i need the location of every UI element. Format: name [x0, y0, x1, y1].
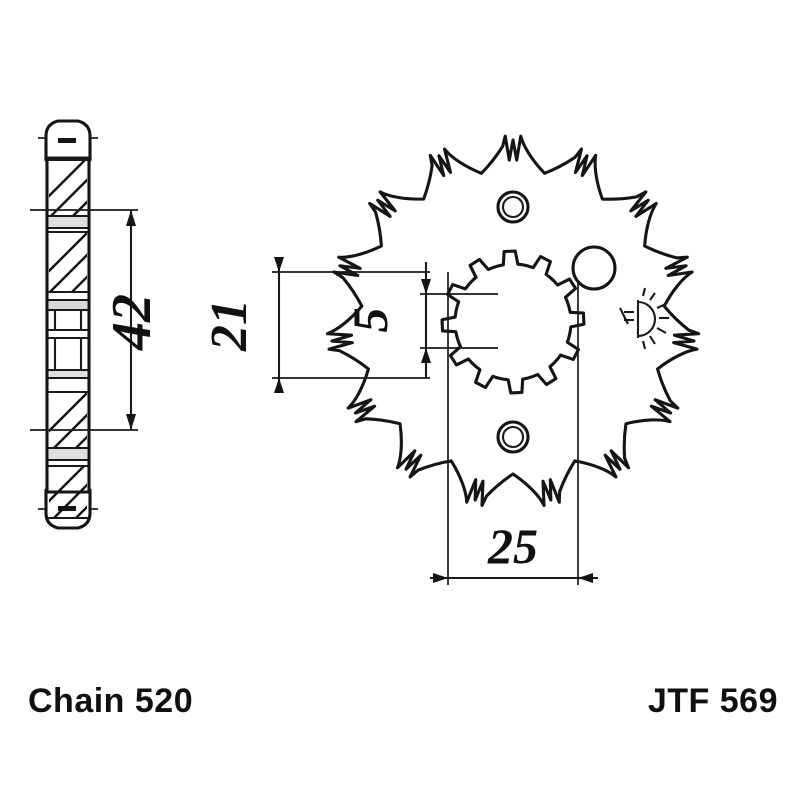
- side-view-top-tooth-dash: [58, 138, 76, 143]
- dimension-5-arrow-top: [421, 279, 431, 294]
- bolt-hole-top: [496, 190, 530, 224]
- dimension-21-arrow-top: [274, 257, 284, 272]
- side-view-hatch-band-2: [49, 232, 87, 292]
- side-view-web-lines: [53, 310, 83, 370]
- dimension-5-group: 5: [342, 262, 498, 378]
- dimension-42-arrow-bottom: [126, 414, 136, 430]
- part-number-label: JTF 569: [648, 682, 778, 720]
- side-view-bottom-tooth-dash: [58, 506, 76, 511]
- dimension-21-value: 21: [201, 299, 258, 352]
- side-view-shade-3: [49, 449, 87, 459]
- side-view-hatch-band-1: [49, 160, 87, 216]
- dimension-21-group: 21: [201, 257, 430, 393]
- dimension-25-arrow-right: [578, 573, 593, 583]
- dimension-25-group: 25: [430, 272, 598, 585]
- side-view-shade-2: [49, 371, 87, 377]
- side-section-view: [38, 119, 98, 530]
- dimension-42-value: 42: [101, 294, 163, 351]
- side-view-shade-1: [49, 301, 87, 309]
- dimension-25-value: 25: [487, 518, 538, 574]
- surface-finish-symbol: [619, 287, 669, 350]
- locating-hole-right: [571, 245, 617, 291]
- side-view-shade-4: [49, 217, 87, 227]
- dimension-42-group: 42: [30, 209, 163, 431]
- side-view-hatch-band-3: [49, 392, 87, 448]
- burst-rays: [641, 287, 669, 350]
- dimension-42-arrow-top: [126, 210, 136, 226]
- bolt-hole-bottom: [496, 420, 530, 454]
- front-view: [325, 134, 701, 507]
- side-view-hatch-band-4: [49, 466, 87, 518]
- dimension-25-arrow-left: [433, 573, 448, 583]
- dimension-5-value: 5: [342, 308, 398, 333]
- dimension-21-arrow-bottom: [274, 378, 284, 393]
- splined-bore: [440, 249, 586, 395]
- chain-label: Chain 520: [28, 682, 193, 720]
- dimension-5-arrow-bottom: [421, 348, 431, 363]
